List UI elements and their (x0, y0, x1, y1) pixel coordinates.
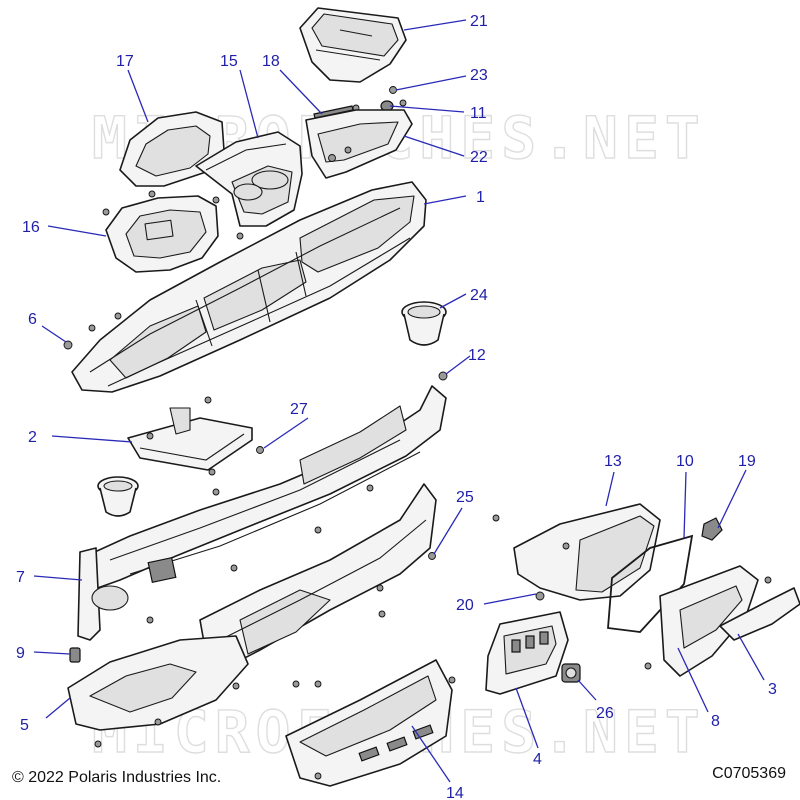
callout-24: 24 (470, 287, 488, 304)
fastener-nut (535, 591, 545, 601)
leader-24 (439, 293, 467, 309)
leader-20 (483, 593, 537, 605)
leader-2 (51, 435, 133, 443)
callout-numbers: 1 2 3 4 5 6 7 8 9 10 11 12 13 14 15 16 1… (16, 13, 777, 800)
leader-11 (389, 105, 465, 113)
part-clip (69, 647, 81, 663)
callout-6: 6 (28, 311, 37, 328)
leader-4 (515, 687, 539, 749)
callout-22: 22 (470, 149, 488, 166)
leader-26 (577, 679, 597, 701)
leader-22 (403, 135, 465, 157)
callout-23: 23 (470, 67, 488, 84)
leader-25 (433, 507, 463, 555)
callout-15: 15 (220, 53, 238, 70)
part-lower-dash-panel (67, 635, 249, 731)
callout-1: 1 (476, 189, 485, 206)
part-gauge-housing (102, 190, 220, 273)
callout-18: 18 (262, 53, 280, 70)
callout-5: 5 (20, 717, 29, 734)
fastener-bracket-screw (256, 446, 264, 454)
leader-27 (263, 417, 309, 449)
callout-16: 16 (22, 219, 40, 236)
part-storage-lid (299, 7, 407, 83)
callout-25: 25 (456, 489, 474, 506)
callout-12: 12 (468, 347, 486, 364)
callout-8: 8 (711, 713, 720, 730)
leader-16 (47, 225, 107, 237)
leader-9 (33, 651, 71, 655)
part-glove-box-bin (513, 503, 661, 601)
part-cup-holder-insert (401, 301, 447, 346)
part-power-outlet (561, 663, 581, 683)
leader-23 (395, 75, 467, 91)
part-crossbeam-frame (85, 385, 447, 591)
callout-2: 2 (28, 429, 37, 446)
part-support-bracket (127, 407, 253, 471)
leader-12 (445, 355, 471, 375)
leader-17 (127, 69, 149, 123)
fastener-bolt (428, 552, 436, 560)
leader-1 (423, 195, 467, 205)
callout-27: 27 (290, 401, 308, 418)
part-glove-box-trim (719, 576, 800, 641)
part-door-seal (607, 534, 694, 633)
leader-19 (717, 469, 747, 529)
misc-fasteners (94, 468, 570, 780)
callout-9: 9 (16, 645, 25, 662)
part-hinge-pin (313, 104, 360, 119)
callout-4: 4 (533, 751, 542, 768)
part-push-rivet (63, 340, 73, 350)
part-latch (701, 517, 723, 541)
callout-10: 10 (676, 453, 694, 470)
part-lower-frame (199, 483, 437, 677)
part-lower-storage-tray (285, 659, 453, 787)
part-upper-storage-bin (305, 109, 413, 179)
fastener-small-screw (389, 86, 397, 94)
callout-3: 3 (768, 681, 777, 698)
leader-21 (403, 19, 467, 31)
callout-14: 14 (446, 785, 464, 800)
leader-lines (33, 19, 765, 783)
part-center-console-cover (195, 131, 303, 227)
fastener-screw (438, 371, 448, 381)
leader-14 (411, 725, 451, 783)
leader-18 (279, 69, 323, 115)
callout-21: 21 (470, 13, 488, 30)
callout-13: 13 (604, 453, 622, 470)
callout-19: 19 (738, 453, 756, 470)
leader-15 (239, 69, 259, 139)
leader-7 (33, 575, 83, 581)
figure-code: C0705369 (712, 765, 786, 782)
copyright-text: © 2022 Polaris Industries Inc. (12, 769, 222, 786)
leader-3 (737, 633, 765, 681)
part-cup-holder-left (97, 476, 139, 517)
part-dash-main-panel (71, 181, 427, 393)
part-left-side-frame (77, 547, 129, 641)
callout-17: 17 (116, 53, 134, 70)
leader-10 (683, 471, 687, 539)
callout-7: 7 (16, 569, 25, 586)
callout-11: 11 (470, 105, 487, 122)
callout-26: 26 (596, 705, 614, 722)
leader-8 (677, 647, 709, 713)
leader-6 (41, 325, 67, 343)
part-switch-bezel (485, 611, 569, 695)
leader-13 (605, 471, 615, 507)
callout-20: 20 (456, 597, 474, 614)
leader-5 (45, 697, 71, 719)
